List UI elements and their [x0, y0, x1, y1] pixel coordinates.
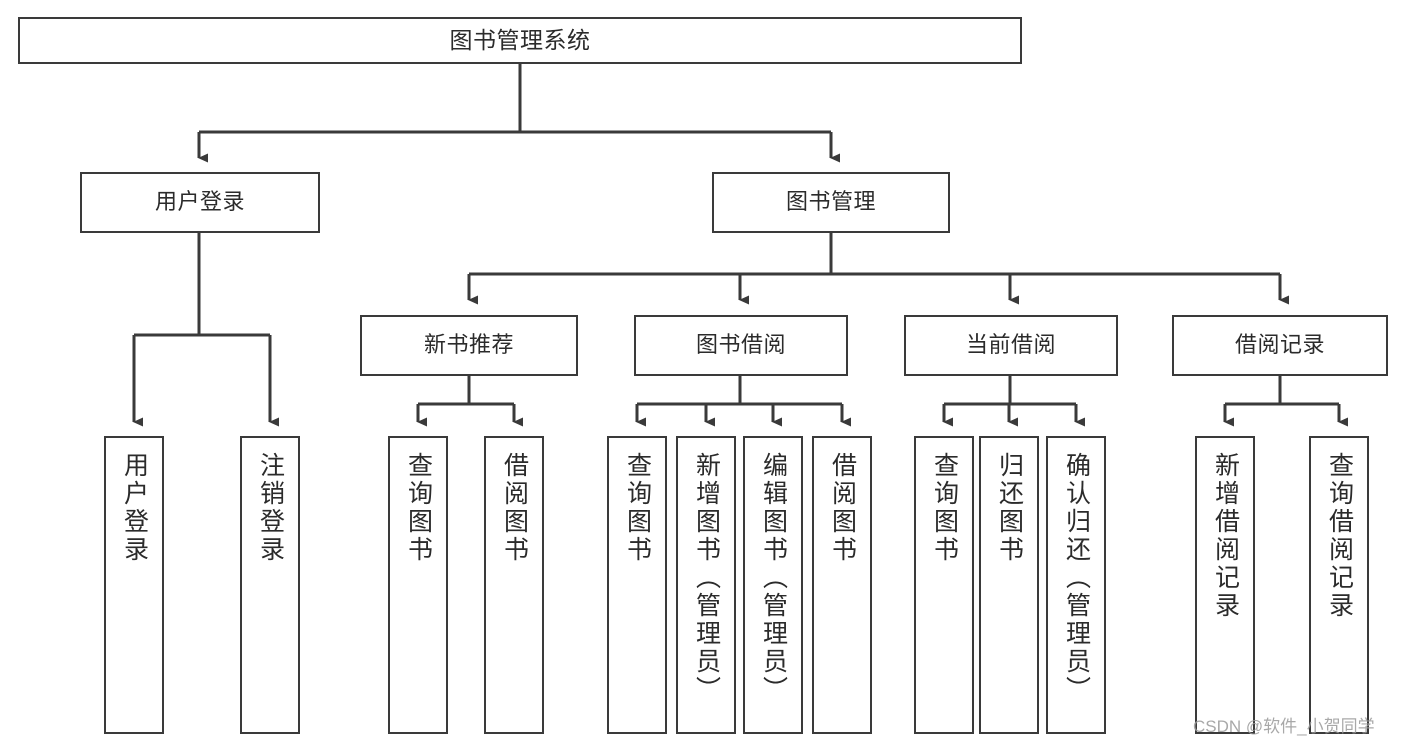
node-leaf-borrow-book-1[interactable]: 借阅图书	[484, 436, 544, 734]
node-leaf-add-book-label: 新增图书（管理员）	[692, 452, 721, 704]
node-leaf-user-login[interactable]: 用户登录	[104, 436, 164, 734]
node-leaf-query-book-3-label: 查询图书	[930, 452, 959, 564]
node-leaf-query-book-1[interactable]: 查询图书	[388, 436, 448, 734]
node-current-borrow[interactable]: 当前借阅	[904, 315, 1118, 376]
node-root[interactable]: 图书管理系统	[18, 17, 1022, 64]
node-leaf-borrow-book-2[interactable]: 借阅图书	[812, 436, 872, 734]
node-leaf-borrow-book-2-label: 借阅图书	[828, 452, 857, 564]
node-leaf-query-book-3[interactable]: 查询图书	[914, 436, 974, 734]
node-leaf-confirm-return-label: 确认归还（管理员）	[1062, 452, 1091, 704]
node-leaf-query-book-2[interactable]: 查询图书	[607, 436, 667, 734]
node-leaf-edit-book[interactable]: 编辑图书（管理员）	[743, 436, 803, 734]
node-leaf-add-record-label: 新增借阅记录	[1211, 452, 1240, 620]
node-leaf-add-record[interactable]: 新增借阅记录	[1195, 436, 1255, 734]
node-leaf-borrow-book-1-label: 借阅图书	[500, 452, 529, 564]
node-leaf-return-book-label: 归还图书	[995, 452, 1024, 564]
node-book-borrow-label: 图书借阅	[695, 332, 786, 358]
node-new-book-recommend-label: 新书推荐	[423, 332, 514, 358]
node-user-login-label: 用户登录	[154, 189, 245, 215]
node-new-book-recommend[interactable]: 新书推荐	[360, 315, 578, 376]
node-leaf-return-book[interactable]: 归还图书	[979, 436, 1039, 734]
node-leaf-logout[interactable]: 注销登录	[240, 436, 300, 734]
node-root-label: 图书管理系统	[449, 26, 591, 53]
node-borrow-record[interactable]: 借阅记录	[1172, 315, 1388, 376]
node-leaf-edit-book-label: 编辑图书（管理员）	[759, 452, 788, 704]
node-book-borrow[interactable]: 图书借阅	[634, 315, 848, 376]
node-leaf-query-book-2-label: 查询图书	[623, 452, 652, 564]
node-leaf-query-record[interactable]: 查询借阅记录	[1309, 436, 1369, 734]
node-borrow-record-label: 借阅记录	[1234, 332, 1325, 358]
node-leaf-query-record-label: 查询借阅记录	[1325, 452, 1354, 620]
node-user-login[interactable]: 用户登录	[80, 172, 320, 233]
node-leaf-logout-label: 注销登录	[256, 452, 285, 564]
node-leaf-user-login-label: 用户登录	[120, 452, 149, 564]
node-leaf-confirm-return[interactable]: 确认归还（管理员）	[1046, 436, 1106, 734]
node-leaf-query-book-1-label: 查询图书	[404, 452, 433, 564]
node-book-management[interactable]: 图书管理	[712, 172, 950, 233]
node-current-borrow-label: 当前借阅	[965, 332, 1056, 358]
node-book-management-label: 图书管理	[785, 189, 876, 215]
node-leaf-add-book[interactable]: 新增图书（管理员）	[676, 436, 736, 734]
csdn-watermark: CSDN @软件_小贺同学	[1193, 717, 1375, 736]
